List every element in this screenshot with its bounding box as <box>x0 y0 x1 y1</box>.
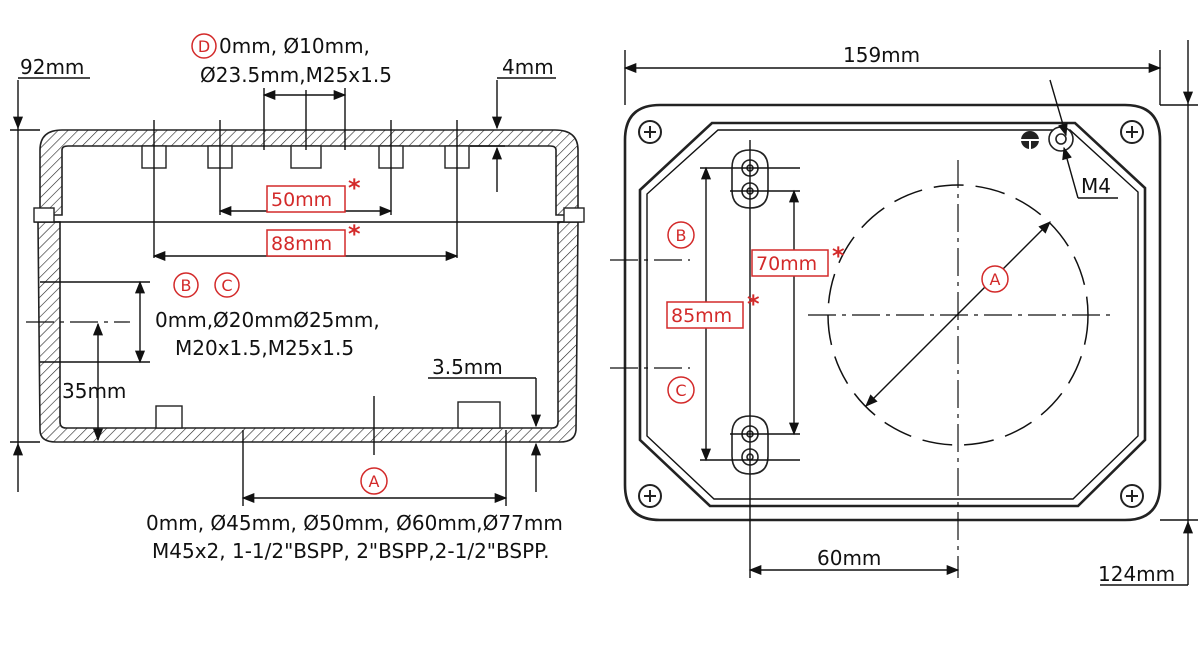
corner-screws <box>638 120 1144 508</box>
marker-b-right: B <box>676 226 687 245</box>
label-88mm: 88mm <box>271 233 332 255</box>
flange-left <box>33 207 55 223</box>
marker-b-circle <box>173 272 199 298</box>
m4-leader-2 <box>1062 146 1079 199</box>
side-section-view: 92mm 4mm D 0mm, Ø10mm, Ø23.5mm,M25x1.5 5… <box>10 33 585 563</box>
label-m4: M4 <box>1081 174 1111 198</box>
marker-a-circle <box>360 467 388 495</box>
knockouts-bc-line2: M20x1.5,M25x1.5 <box>175 336 354 360</box>
label-3-5mm: 3.5mm <box>432 355 503 379</box>
label-35mm: 35mm <box>62 379 126 403</box>
outer-outline <box>623 103 1162 522</box>
marker-a-circle-right <box>981 265 1009 293</box>
marker-a-right: A <box>990 270 1001 289</box>
label-92mm: 92mm <box>20 55 84 79</box>
box-70mm <box>751 249 829 277</box>
marker-c: C <box>221 276 232 295</box>
box-85mm <box>666 301 744 329</box>
inner-outline <box>638 121 1147 508</box>
top-view: 159mm 124mm 60mm M4 70mm * 85mm * B C A <box>610 40 1198 586</box>
knockouts-a-line2: M45x2, 1-1/2"BSPP, 2"BSPP,2-1/2"BSPP. <box>152 539 549 563</box>
knockouts-bc-line1: 0mm,Ø20mmØ25mm, <box>155 308 380 332</box>
label-60mm: 60mm <box>817 546 881 570</box>
label-85mm: 85mm <box>671 305 732 327</box>
marker-a: A <box>369 472 380 491</box>
marker-d-circle <box>191 33 217 59</box>
knockouts-d-line2: Ø23.5mm,M25x1.5 <box>200 63 392 87</box>
star-85: * <box>747 290 760 318</box>
dim-a-diameter <box>865 221 1051 407</box>
lid-section <box>39 129 579 216</box>
boss-left <box>155 405 183 429</box>
boss-right <box>457 401 501 429</box>
marker-c-circle <box>214 272 240 298</box>
label-124mm: 124mm <box>1098 562 1175 586</box>
marker-c-right: C <box>675 381 686 400</box>
label-50mm: 50mm <box>271 189 332 211</box>
star-88: * <box>348 220 361 248</box>
marker-d: D <box>198 37 210 56</box>
label-159mm: 159mm <box>843 43 920 67</box>
knockouts-d-line1: 0mm, Ø10mm, <box>219 34 370 58</box>
label-4mm: 4mm <box>502 55 554 79</box>
flange-right <box>563 207 585 223</box>
inner-outline-2 <box>646 129 1139 500</box>
marker-b-circle-right <box>667 221 695 249</box>
star-50: * <box>348 174 361 202</box>
label-70mm: 70mm <box>756 253 817 275</box>
box-50mm <box>266 185 346 213</box>
marker-c-circle-right <box>667 376 695 404</box>
star-70: * <box>832 242 845 270</box>
marker-b: B <box>181 276 192 295</box>
box-88mm <box>266 229 346 257</box>
m4-leader-1 <box>1049 79 1068 137</box>
knockouts-a-line1: 0mm, Ø45mm, Ø50mm, Ø60mm,Ø77mm <box>146 511 563 535</box>
